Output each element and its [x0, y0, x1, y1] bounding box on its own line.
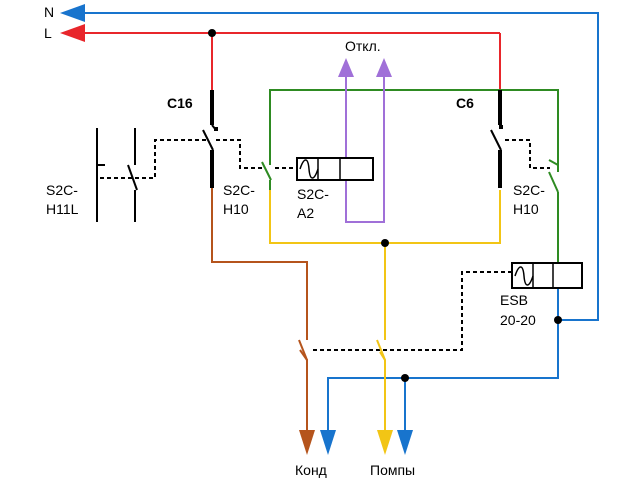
neutral-wire: [85, 12, 599, 430]
yellow-wire: [269, 190, 501, 430]
green-control-wire: [269, 89, 559, 265]
s2c-h10-left-label-line2: H10: [223, 201, 249, 217]
pump-contact: [376, 339, 386, 361]
neutral-wire-top: [85, 12, 599, 321]
s2c-h10-right-label-line2: H10: [513, 201, 539, 217]
s2c-a2-label-line1: S2C-: [297, 186, 329, 202]
s2c-h10-left-label-line1: S2C-: [223, 182, 255, 198]
link-esb-contacts: [312, 271, 512, 351]
off-label: Откл.: [345, 38, 381, 54]
neutral-junction-esb: [554, 316, 562, 324]
neutral-pump-arrow-icon: [397, 430, 413, 455]
green-wire-right-aux: [548, 159, 559, 166]
s2c-h11l-contact: [96, 128, 138, 222]
mechanical-links: [100, 139, 550, 351]
cond-brown-arrow-icon: [299, 430, 315, 455]
esb-sine-icon: [514, 266, 534, 286]
pumps-output-label: Помпы: [370, 462, 415, 478]
link-c6-h10: [505, 139, 550, 169]
s2c-h10-right-label-line1: S2C-: [513, 182, 545, 198]
s2c-a2-label-line2: A2: [297, 205, 314, 221]
brown-wire: [211, 188, 308, 430]
yellow-junction: [381, 239, 389, 247]
neutral-cond-arrow-icon: [320, 430, 336, 455]
s2c-h11l-label-line1: S2C-: [46, 182, 78, 198]
c6-label: C6: [456, 95, 474, 111]
violet-signal-wire: [345, 75, 385, 223]
esb-contactor: [511, 262, 583, 289]
brown-wire-down: [211, 188, 308, 340]
s2c-a2-shunt-trip: [296, 157, 374, 181]
sine-icon: [299, 159, 319, 179]
pump-yellow-arrow-icon: [377, 430, 393, 455]
l-arrow-icon: [60, 24, 85, 42]
breaker-c16: [202, 90, 218, 188]
line-junction: [208, 29, 216, 37]
n-arrow-icon: [60, 4, 85, 22]
green-wire-top-loop: [269, 89, 559, 165]
violet-wire-loop: [345, 75, 385, 223]
off-arrow-right-icon: [376, 58, 392, 77]
s2c-h10-right-contact: [548, 165, 559, 193]
output-contacts: [298, 339, 386, 361]
brown-wire-out: [299, 349, 308, 430]
s2c-h10-left-contact: [261, 161, 272, 190]
esb-label-line1: ESB: [500, 292, 528, 308]
s2c-h11l-label-line2: H11L: [46, 201, 79, 217]
neutral-junction-pump: [401, 374, 409, 382]
cond-contact: [298, 339, 308, 361]
cond-output-label: Конд: [295, 462, 327, 478]
yellow-wire-out: [379, 351, 386, 430]
off-arrow-left-icon: [338, 58, 354, 77]
l-label: L: [44, 25, 52, 41]
line-wire: [85, 32, 501, 90]
c16-label: C16: [167, 95, 193, 111]
esb-label-line2: 20-20: [500, 312, 536, 328]
neutral-wire-bottom: [327, 285, 559, 430]
n-label: N: [44, 4, 54, 20]
link-h11l-c16: [100, 139, 208, 179]
link-c16-h10: [216, 139, 262, 169]
breaker-c6: [490, 90, 503, 188]
